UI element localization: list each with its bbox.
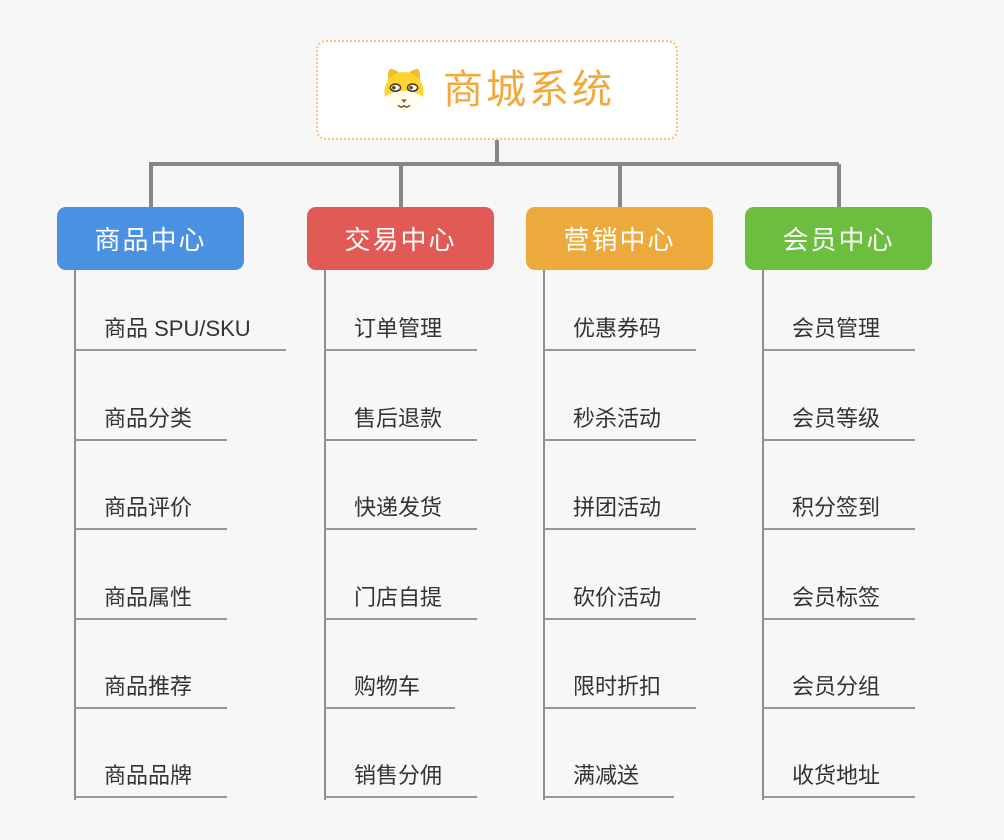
branch-node[interactable]: 交易中心 — [307, 207, 494, 270]
branch-trunk-line — [762, 270, 764, 800]
leaf-node[interactable]: 购物车 — [324, 671, 456, 709]
leaf-node[interactable]: 快递发货 — [324, 492, 478, 530]
leaf-node[interactable]: 秒杀活动 — [543, 403, 697, 441]
branch-node[interactable]: 营销中心 — [526, 207, 713, 270]
leaf-node[interactable]: 拼团活动 — [543, 492, 697, 530]
branch-trunk-line — [543, 270, 545, 800]
root-title: 商城系统 — [443, 68, 615, 112]
leaf-node[interactable]: 会员管理 — [762, 313, 916, 351]
connector-branch-vertical — [836, 164, 841, 207]
leaf-node[interactable]: 会员分组 — [762, 671, 916, 709]
leaf-node[interactable]: 商品品牌 — [74, 760, 228, 798]
leaf-node[interactable]: 订单管理 — [324, 313, 478, 351]
leaf-node[interactable]: 销售分佣 — [324, 760, 478, 798]
leaf-node[interactable]: 商品评价 — [74, 492, 228, 530]
connector-root-vertical — [495, 138, 499, 166]
leaf-node[interactable]: 会员标签 — [762, 582, 916, 620]
branch-node[interactable]: 商品中心 — [57, 207, 244, 270]
root-node[interactable]: 商城系统 — [316, 40, 678, 140]
leaf-node[interactable]: 收货地址 — [762, 760, 916, 798]
connector-horizontal — [149, 162, 839, 166]
leaf-node[interactable]: 售后退款 — [324, 403, 478, 441]
leaf-node[interactable]: 商品 SPU/SKU — [74, 313, 286, 351]
connector-branch-vertical — [398, 164, 403, 207]
leaf-node[interactable]: 商品属性 — [74, 582, 228, 620]
leaf-node[interactable]: 商品分类 — [74, 403, 228, 441]
leaf-node[interactable]: 会员等级 — [762, 403, 916, 441]
branch-trunk-line — [324, 270, 326, 800]
leaf-node[interactable]: 门店自提 — [324, 582, 478, 620]
dog-face-icon — [379, 65, 429, 115]
leaf-node[interactable]: 商品推荐 — [74, 671, 228, 709]
leaf-node[interactable]: 积分签到 — [762, 492, 916, 530]
branch-trunk-line — [74, 270, 76, 800]
connector-branch-vertical — [617, 164, 622, 207]
leaf-node[interactable]: 限时折扣 — [543, 671, 697, 709]
leaf-node[interactable]: 砍价活动 — [543, 582, 697, 620]
leaf-node[interactable]: 优惠券码 — [543, 313, 697, 351]
branch-node[interactable]: 会员中心 — [745, 207, 932, 270]
leaf-node[interactable]: 满减送 — [543, 760, 675, 798]
connector-branch-vertical — [148, 164, 153, 207]
